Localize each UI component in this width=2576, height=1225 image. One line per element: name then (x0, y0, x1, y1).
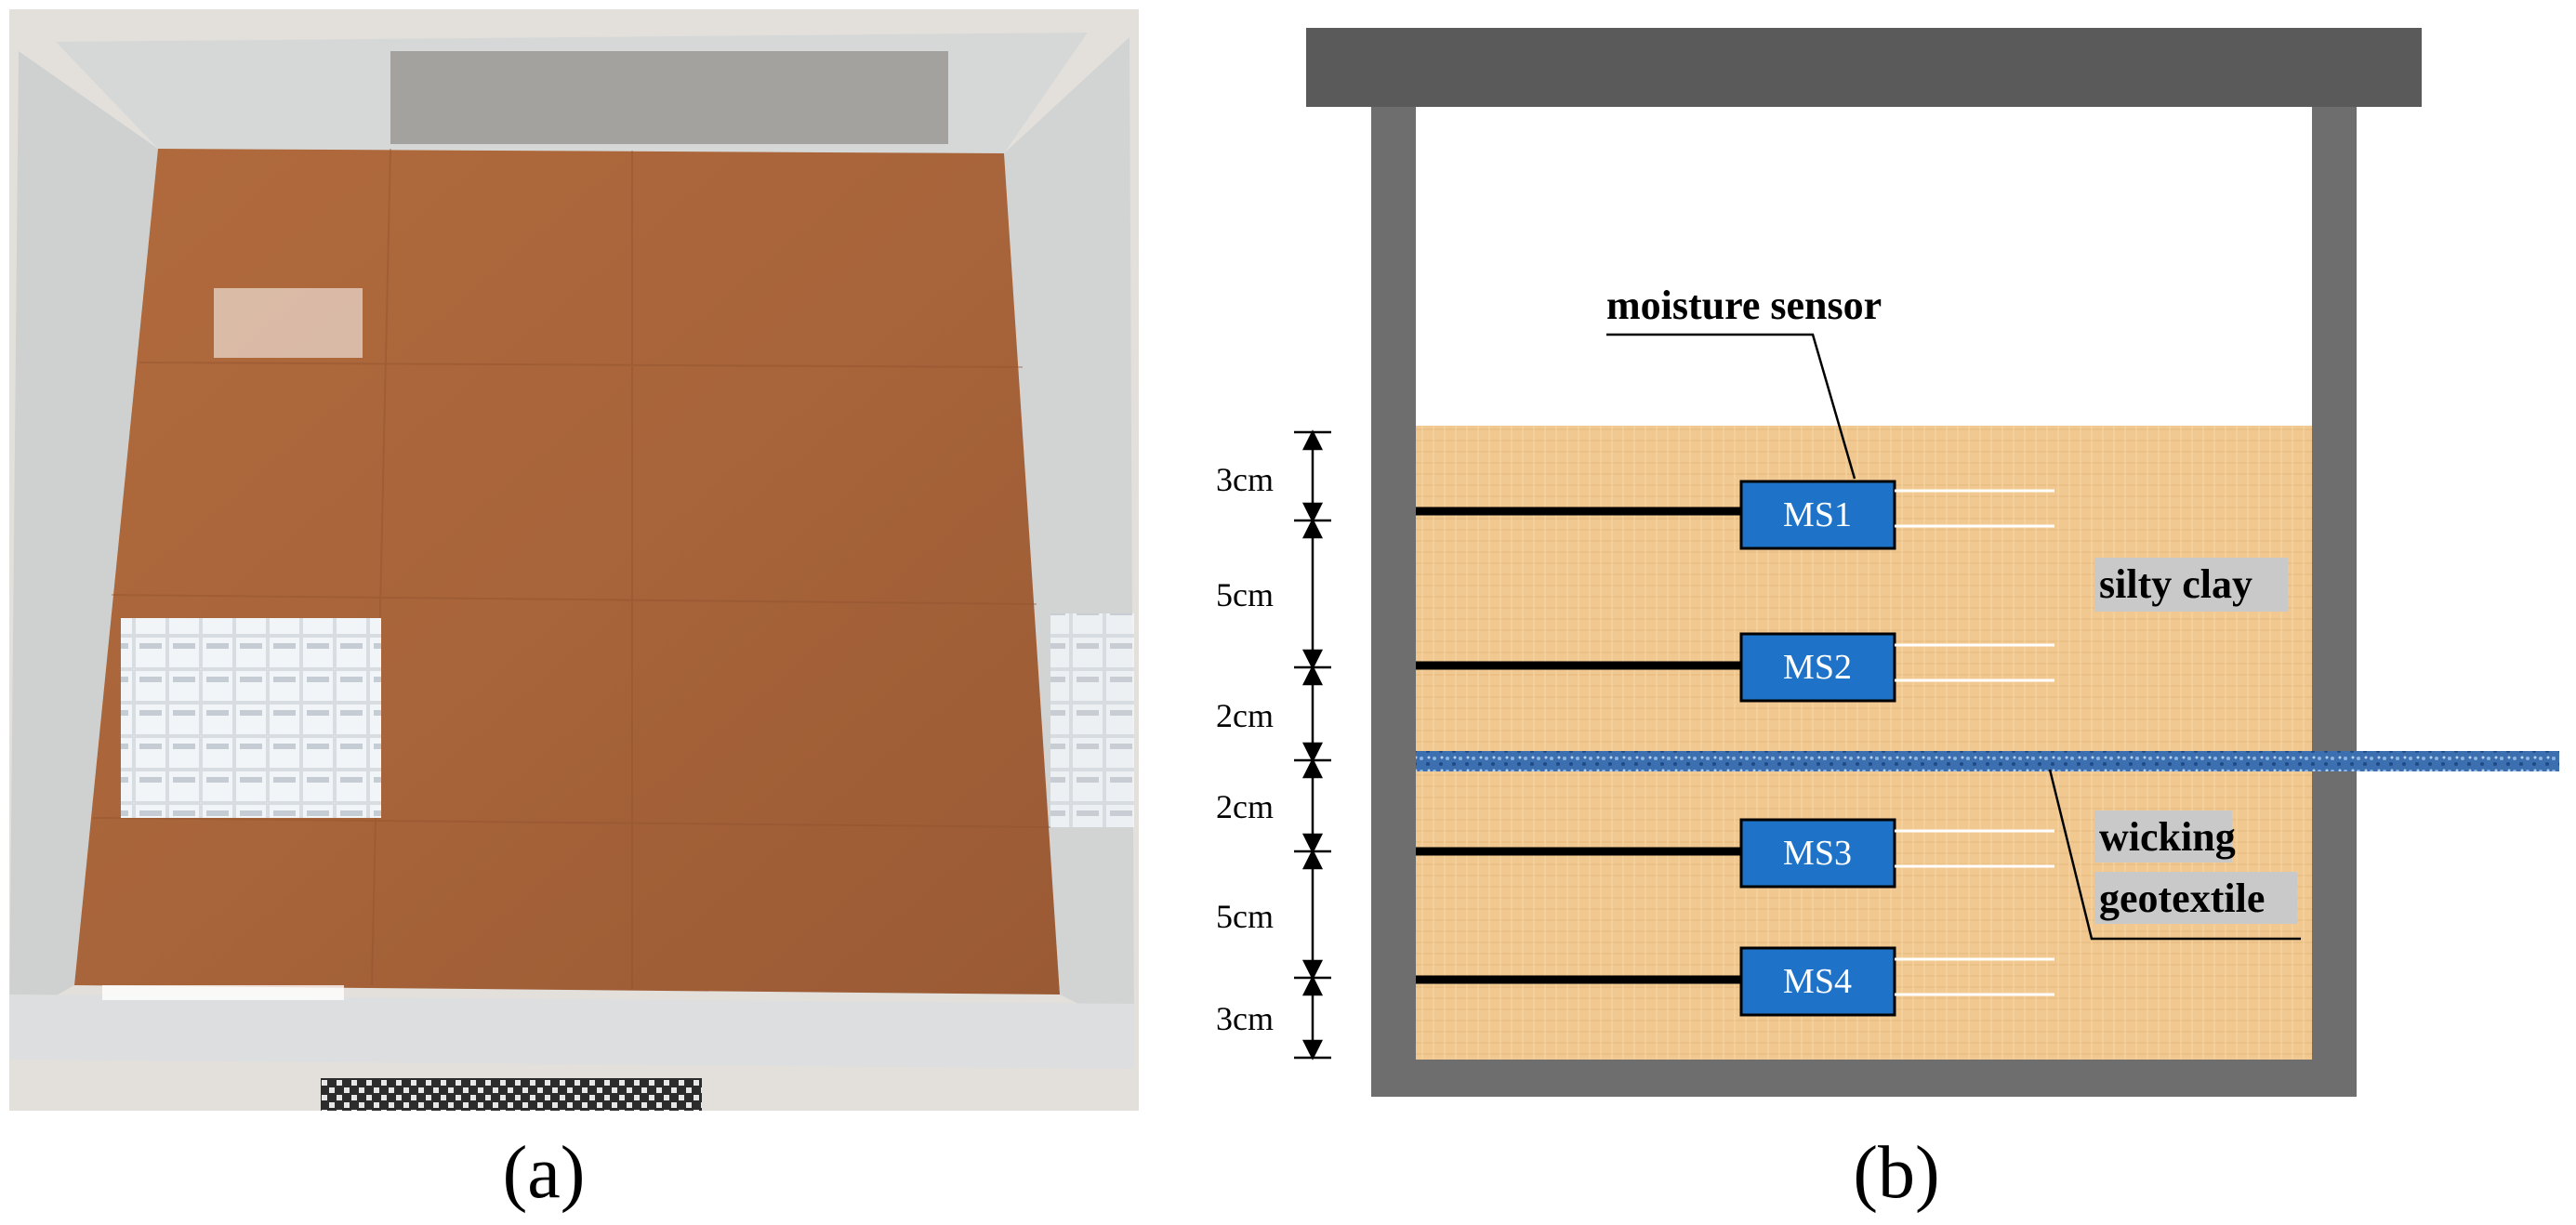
panel-a-caption: (a) (503, 1132, 586, 1214)
tank-floor-b (1371, 1060, 2357, 1097)
tank-wall-front (9, 994, 1134, 1069)
sensor-body (1739, 632, 1896, 703)
foil-patch-right (1050, 613, 1134, 827)
mesh-strip (321, 1078, 702, 1111)
silty-clay-label-bg (2094, 558, 2288, 612)
depth-label: 3cm (1216, 461, 1274, 498)
moisture-sensor-label: moisture sensor (1606, 283, 1882, 328)
sensor-label: MS2 (1783, 648, 1852, 687)
sensor-ms3: MS3 (1416, 818, 2054, 889)
sensor-label: MS3 (1783, 834, 1852, 873)
glare-top (214, 288, 363, 358)
geotextile-leader (2048, 769, 2301, 941)
sensor-body (1739, 946, 1896, 1017)
moisture-sensor-leader (1606, 333, 1856, 480)
panel-b-diagram: MS1 MS2 MS3 MS4 moisture sensor (1216, 28, 2559, 1097)
tank-wall-left-b (1371, 107, 1416, 1097)
foil-patch-left (121, 618, 381, 818)
sensor-ms1: MS1 (1416, 480, 2054, 550)
tank-wall-left (9, 51, 158, 1022)
sensor-ms2: MS2 (1416, 632, 2054, 703)
wicking-geotextile-band (1416, 751, 2559, 771)
geotextile-label-bg-2 (2094, 872, 2297, 924)
geotextile-label-bg-1 (2094, 810, 2232, 863)
sensor-ms4: MS4 (1416, 946, 2054, 1017)
soil-surface (74, 149, 1060, 994)
depth-label: 5cm (1216, 898, 1274, 935)
sensor-label: MS4 (1783, 962, 1852, 1001)
geotextile-label-line2: geotextile (2099, 876, 2265, 921)
panel-a-photo (9, 9, 1139, 1111)
silty-clay-label: silty clay (2099, 561, 2252, 607)
depth-dimensions (1294, 429, 1331, 1060)
tank-wall-right-b (2312, 107, 2357, 1097)
debris (390, 51, 948, 144)
sensor-body (1739, 818, 1896, 889)
tank-lid (1306, 28, 2422, 107)
soil-grid (92, 148, 1051, 990)
geotextile-label-line1: wicking (2099, 814, 2236, 860)
depth-label: 3cm (1216, 1000, 1274, 1037)
sensor-body (1739, 480, 1896, 550)
depth-label: 2cm (1216, 697, 1274, 734)
depth-label: 2cm (1216, 788, 1274, 825)
sensor-label: MS1 (1783, 495, 1852, 534)
panel-b-caption: (b) (1853, 1132, 1939, 1214)
front-glare (102, 985, 344, 1000)
depth-label: 5cm (1216, 576, 1274, 613)
